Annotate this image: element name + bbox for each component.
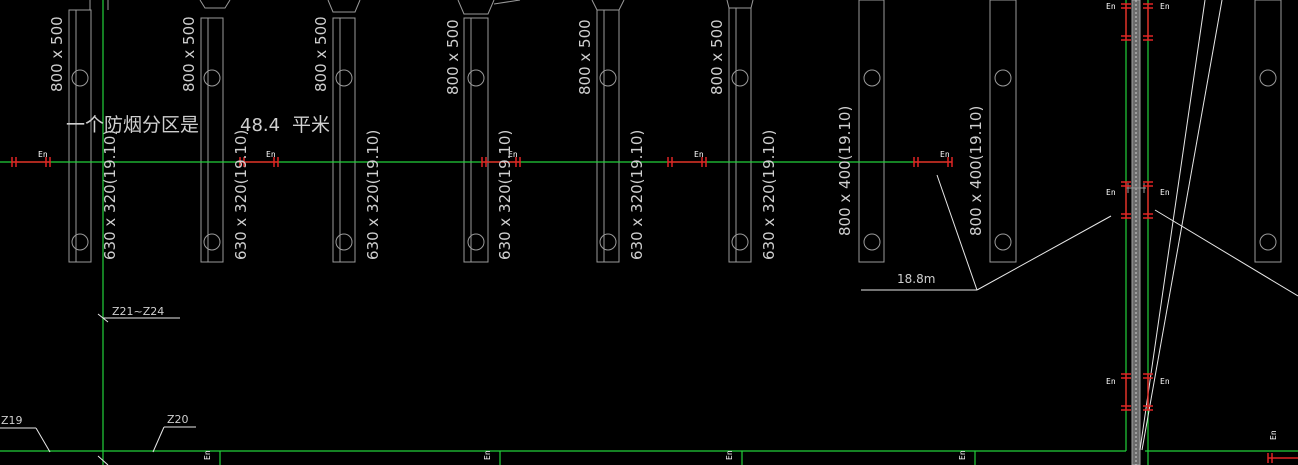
duct-riser: [858, 0, 885, 263]
leader-line: [936, 174, 978, 291]
damper: En: [239, 150, 279, 167]
top-duct-labels: 800 x 500 800 x 500 800 x 500 800 x 500 …: [48, 16, 726, 95]
damper-code: En: [958, 450, 967, 460]
duct-size-label: 630 x 320(19.10): [496, 130, 514, 260]
damper-code: En: [1160, 188, 1170, 197]
duct-header-transition: [327, 0, 361, 13]
riser-bottom-tick: [97, 455, 109, 465]
duct-riser: [728, 7, 752, 263]
damper-code: En: [1269, 430, 1278, 440]
damper-code: En: [694, 150, 704, 159]
height-mark: 18.8m: [897, 272, 935, 286]
duct-size-label: 630 x 320(19.10): [760, 130, 778, 260]
damper-code: En: [483, 450, 492, 460]
bottom-pipe-marks: En En En En En: [203, 430, 1278, 460]
damper-code: En: [1106, 188, 1116, 197]
leader-line: [976, 215, 1112, 291]
damper-code: En: [1106, 2, 1116, 11]
duct-header-transition: [591, 0, 625, 11]
duct-riser: [596, 9, 620, 263]
tag-z19-leader: [35, 427, 51, 453]
duct-size-label: 800 x 400(19.10): [836, 106, 854, 236]
duct-header-transition: [726, 0, 754, 9]
duct-riser: [463, 17, 489, 263]
duct-riser: [200, 17, 224, 263]
main-shaft: [1126, 0, 1146, 465]
duct-size-label: 630 x 320(19.10): [628, 130, 646, 260]
leader-line: [1154, 209, 1298, 297]
riser-tag: Z21~Z24: [112, 305, 164, 318]
damper: En: [913, 150, 953, 167]
damper-code: En: [940, 150, 950, 159]
smoke-zone-note: 一个防烟分区是: [66, 114, 199, 136]
damper-code: En: [508, 150, 518, 159]
damper-code: En: [1160, 377, 1170, 386]
duct-riser: [68, 9, 92, 263]
diffusers: [71, 69, 1277, 251]
damper-code: En: [38, 150, 48, 159]
leader-line: [1141, 0, 1223, 451]
duct-riser: [332, 17, 356, 263]
duct-header-transition: [199, 0, 231, 9]
damper: En: [667, 150, 707, 167]
damper-code: En: [203, 450, 212, 460]
damper-code: En: [1160, 2, 1170, 11]
duct-size-label: 630 x 320(19.10): [364, 130, 382, 260]
shaft-fitting: [1126, 183, 1146, 193]
duct-size-label: 800 x 500: [576, 19, 594, 95]
damper-code: En: [1106, 377, 1116, 386]
vertical-dampers: En En En En En En: [1106, 2, 1298, 463]
duct-riser: [989, 0, 1017, 263]
duct-size-label: 800 x 500: [312, 16, 330, 92]
lower-duct-labels: 630 x 320(19.10) 630 x 320(19.10) 630 x …: [101, 106, 985, 260]
duct-size-label: 800 x 500: [708, 19, 726, 95]
duct-size-label: 800 x 400(19.10): [967, 106, 985, 236]
riser-tag-tick: [97, 313, 109, 323]
smoke-zone-unit: 平米: [292, 114, 330, 136]
duct-size-label: 800 x 500: [48, 16, 66, 92]
duct-header-transition: [457, 0, 495, 15]
fire-dampers: En En En En En: [11, 150, 953, 167]
duct-riser: [1254, 0, 1282, 263]
smoke-zone-area: 48.4: [240, 115, 280, 136]
damper: En: [11, 150, 51, 167]
tag-z20-leader: [152, 426, 165, 453]
duct-size-label: 630 x 320(19.10): [101, 130, 119, 260]
tag-z19: Z19: [1, 414, 23, 427]
duct-size-label: 630 x 320(19.10): [232, 130, 250, 260]
duct-header-stub: [493, 0, 521, 5]
annotations: 一个防烟分区是 48.4 平米 18.8m Z21~Z24 Z19 Z20: [1, 114, 935, 427]
tag-z20: Z20: [167, 413, 189, 426]
duct-size-label: 800 x 500: [180, 16, 198, 92]
duct-risers: [68, 0, 1282, 263]
leader-line: [1139, 0, 1206, 451]
damper: En: [481, 150, 521, 167]
duct-size-label: 800 x 500: [444, 19, 462, 95]
damper-code: En: [725, 450, 734, 460]
damper-code: En: [266, 150, 276, 159]
